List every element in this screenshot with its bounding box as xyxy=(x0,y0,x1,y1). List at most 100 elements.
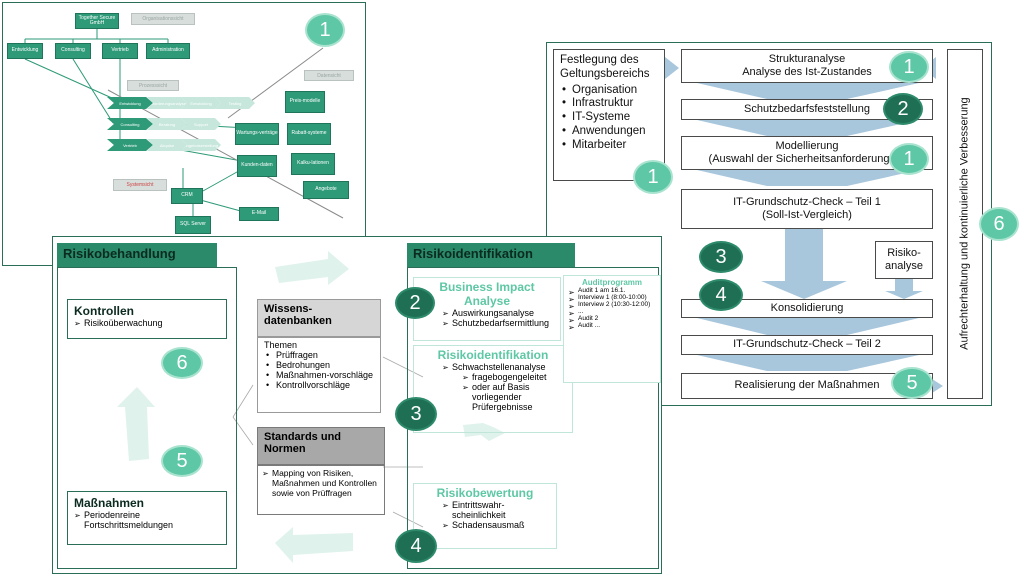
step-badge: 2 xyxy=(883,93,923,125)
process-step-label: Entwicklung xyxy=(190,100,212,106)
list-item: Schutzbedarfsermittlung xyxy=(442,318,554,328)
step-badge-label: 2 xyxy=(897,97,909,120)
system-box: E-Mail xyxy=(239,207,279,221)
process-step: Entwicklung xyxy=(181,97,221,109)
risk-panel: Risikobehandlung Risikoidentifikation Ko… xyxy=(52,236,662,574)
kontrollen-title: Kontrollen xyxy=(74,304,134,318)
system-label: CRM xyxy=(181,192,193,199)
system-box: CRM xyxy=(171,188,203,204)
list-item: Interview 1 (8:00-10:00) xyxy=(568,294,656,304)
audit-box: Auditprogramm Audit 1 am 16.1. Interview… xyxy=(563,275,661,383)
process-step: Entwicklung xyxy=(107,97,153,109)
data-item: Rabatt-systeme xyxy=(287,123,331,145)
bia-list: Auswirkungsanalyse Schutzbedarfsermittlu… xyxy=(420,308,554,328)
list-item: Prüffragen xyxy=(266,350,374,360)
standards-header: Standards und Normen xyxy=(257,427,385,465)
konsolidierung-label: Konsolidierung xyxy=(770,301,844,314)
step-badge-label: 4 xyxy=(715,283,727,306)
system-box: SQL Server xyxy=(175,216,211,234)
konsolidierung-box: Konsolidierung xyxy=(681,299,933,318)
check1-subtitle: (Soll-Ist-Vergleich) xyxy=(762,209,852,221)
standards-body: Mapping von Risiken, Maßnahmen und Kontr… xyxy=(257,465,385,515)
process-step-label: Support xyxy=(193,121,208,127)
geltungsbereich-list: Organisation Infrastruktur IT-Systeme An… xyxy=(560,84,658,153)
company-label: Together Secure GmbH xyxy=(78,14,116,26)
list-item: Periodenreine Fortschrittsmeldungen xyxy=(74,510,220,530)
data-item: Kunden-daten xyxy=(237,155,277,177)
strukturanalyse-subtitle: Analyse des Ist-Zustandes xyxy=(742,66,872,78)
step-badge: 1 xyxy=(633,160,673,194)
list-item: Schwachstellenanalyse xyxy=(442,362,566,372)
step-badge: 3 xyxy=(699,241,743,273)
process-step-label: Akquise xyxy=(159,142,175,148)
company-box: Together Secure GmbH xyxy=(75,13,119,29)
step-badge-label: 6 xyxy=(993,212,1005,235)
list-item: Mapping von Risiken, Maßnahmen und Kontr… xyxy=(262,468,380,498)
massnahmen-box: Maßnahmen Periodenreine Fortschrittsmeld… xyxy=(67,491,227,545)
org-view-text: Organisationssicht xyxy=(142,16,184,22)
data-item-label: Angebote xyxy=(315,186,337,193)
massnahmen-title: Maßnahmen xyxy=(74,496,145,510)
data-item: Kalku-lationen xyxy=(291,153,335,175)
schutzbedarf-label: Schutzbedarfsfeststellung xyxy=(744,102,870,115)
step-badge: 4 xyxy=(699,279,743,311)
dept-label: Entwicklung xyxy=(11,47,39,54)
bia-title: Business Impact Analyse xyxy=(439,280,535,308)
list-item: Kontrollvorschläge xyxy=(266,380,374,390)
process-step-label: Anforderungsanalyse xyxy=(148,100,186,106)
list-item: Audit 2 xyxy=(568,315,656,325)
process-step: Akquise xyxy=(147,139,187,151)
kontrollen-box: Kontrollen Risikoüberwachung xyxy=(67,299,227,339)
process-step: Support xyxy=(181,118,221,130)
strukturanalyse-title: Strukturanalyse xyxy=(768,52,846,65)
step-badge-label: 5 xyxy=(906,371,918,394)
step-badge: 5 xyxy=(161,445,203,477)
data-item-label: Preis-modelle xyxy=(289,98,321,105)
step-badge: 6 xyxy=(979,207,1019,241)
step-badge-label: 4 xyxy=(410,534,422,557)
wissen-body: Themen Prüffragen Bedrohungen Maßnahmen-… xyxy=(257,337,381,413)
process-step-label: Entwicklung xyxy=(119,100,141,106)
wissen-header: Wissens-datenbanken xyxy=(257,299,381,337)
risikoanalyse-label: Risiko-analyse xyxy=(885,246,923,272)
process-view-text: Prozesssicht xyxy=(138,82,168,89)
list-item: Mitarbeiter xyxy=(562,139,658,153)
data-view-label: Datensicht xyxy=(304,70,354,81)
step-badge-label: 1 xyxy=(903,55,915,78)
process-step: Beratung xyxy=(147,118,187,130)
list-item: Eintrittswahr-scheinlichkeit xyxy=(442,500,550,520)
step-badge: 1 xyxy=(889,51,929,83)
behandlung-header: Risikobehandlung xyxy=(57,243,217,267)
behandlung-container xyxy=(57,267,237,569)
ri-box: Risikoidentifikation Schwachstellenanaly… xyxy=(413,345,573,433)
step-badge: 1 xyxy=(889,143,929,175)
list-item: Maßnahmen-vorschläge xyxy=(266,370,374,380)
ri-list: Schwachstellenanalyse xyxy=(420,362,566,372)
data-item-label: Kunden-daten xyxy=(241,162,273,169)
process-step: Vertrieb xyxy=(107,139,153,151)
check1-box: IT-Grundschutz-Check – Teil 1 (Soll-Ist-… xyxy=(681,189,933,229)
system-view-text: Systemsicht xyxy=(126,182,154,188)
massnahmen-list: Periodenreine Fortschrittsmeldungen xyxy=(74,510,220,530)
list-item: Audit 1 am 16.1. xyxy=(568,287,656,297)
modellierung-subtitle: (Auswahl der Sicherheitsanforderungen) xyxy=(708,153,906,165)
identifikation-header: Risikoidentifikation xyxy=(407,243,575,267)
list-item: fragebogengeleitet xyxy=(462,372,566,382)
standards-list: Mapping von Risiken, Maßnahmen und Kontr… xyxy=(262,468,380,498)
step-badge-label: 1 xyxy=(647,165,659,188)
wissen-subtitle: Themen xyxy=(264,340,298,350)
geltungsbereich-title: Festlegung des Geltungsbereichs xyxy=(560,54,650,80)
check2-label: IT-Grundschutz-Check – Teil 2 xyxy=(733,338,881,351)
process-step-label: Consulting xyxy=(120,121,140,127)
process-step-label: Beratung xyxy=(158,121,176,127)
list-item: Anwendungen xyxy=(562,125,658,139)
standards-title: Standards und Normen xyxy=(264,431,342,455)
ri-title: Risikoidentifikation xyxy=(437,348,549,362)
data-item: Angebote xyxy=(303,181,349,199)
dept-label: Consulting xyxy=(61,47,85,54)
check2-box: IT-Grundschutz-Check – Teil 2 xyxy=(681,335,933,355)
process-step: Angebotserstellung xyxy=(181,139,221,151)
verbesserung-box: Aufrechterhaltung und kontinuierliche Ve… xyxy=(947,49,983,399)
data-item-label: Kalku-lationen xyxy=(297,160,329,167)
list-item: IT-Systeme xyxy=(562,111,658,125)
